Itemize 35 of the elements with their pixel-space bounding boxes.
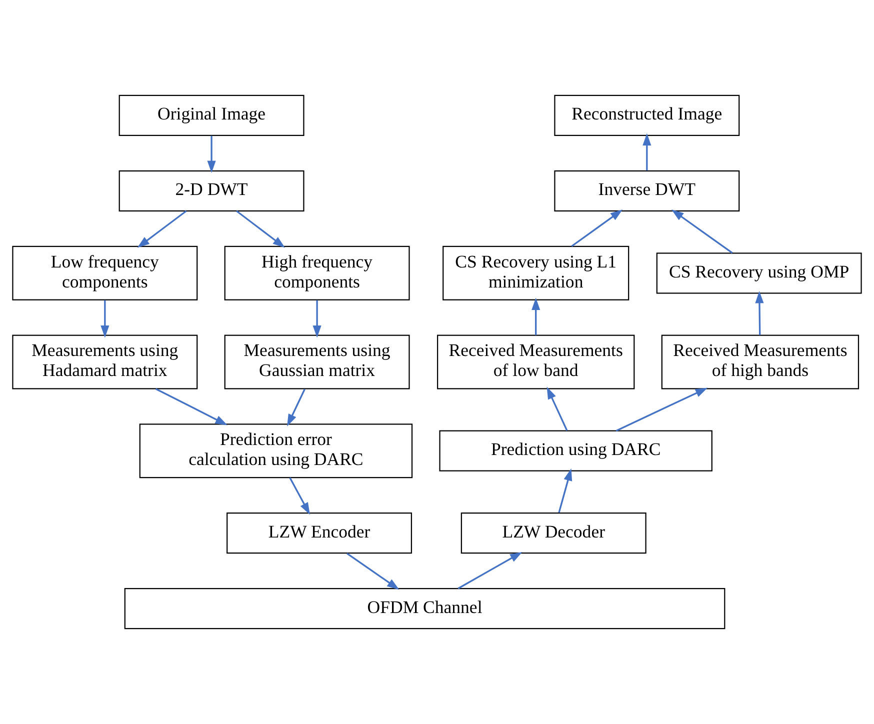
arrow [532, 298, 540, 336]
arrow [616, 388, 708, 432]
node-box: Prediction using DARC [439, 430, 712, 472]
node-box: Low frequency components [12, 246, 198, 300]
node-box: Measurements using Hadamard matrix [12, 334, 198, 390]
arrow [312, 300, 322, 338]
arrow [755, 290, 764, 336]
arrow [546, 386, 568, 431]
arrow [100, 300, 110, 338]
arrow [207, 136, 216, 173]
arrow [137, 210, 187, 248]
node-box: OFDM Channel [124, 588, 726, 630]
arrow [458, 552, 522, 590]
node-box: CS Recovery using OMP [656, 252, 862, 294]
node-box: Prediction error calculation using DARC [139, 424, 413, 478]
arrow [558, 468, 572, 513]
node-box: Measurements using Gaussian matrix [224, 334, 410, 390]
arrow [671, 210, 733, 254]
node-box: Received Measurements of high bands [661, 334, 860, 390]
arrow [289, 477, 310, 515]
node-box: 2-D DWT [118, 170, 304, 212]
arrow [155, 388, 228, 426]
node-box: High frequency components [224, 246, 410, 300]
arrow [346, 552, 400, 590]
arrow [571, 210, 623, 247]
arrow [287, 388, 306, 426]
node-box: Inverse DWT [554, 170, 740, 212]
node-box: Original Image [118, 94, 304, 136]
node-box: LZW Encoder [226, 512, 412, 554]
arrow [642, 133, 652, 170]
node-box: LZW Decoder [460, 512, 646, 554]
arrow [236, 210, 286, 248]
node-box: CS Recovery using L1 minimization [442, 246, 630, 300]
node-box: Reconstructed Image [554, 94, 740, 136]
node-box: Received Measurements of low band [437, 334, 635, 390]
